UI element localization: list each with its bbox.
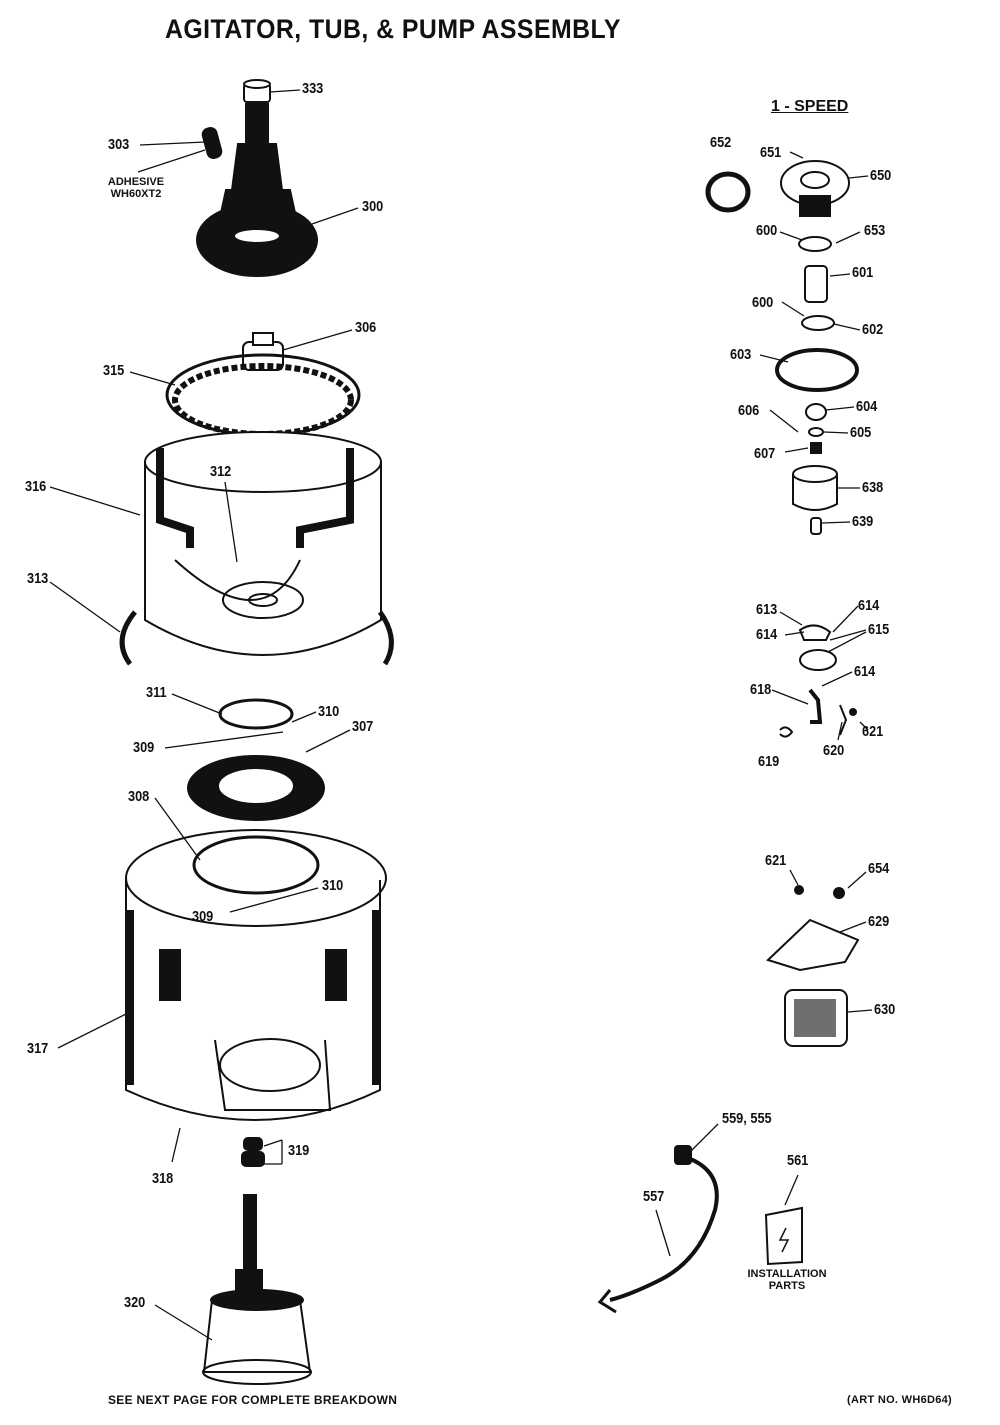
adhesive-note: ADHESIVE WH60XT2 xyxy=(100,176,172,200)
part-308-seal xyxy=(192,835,320,895)
adhesive-note-line-1: ADHESIVE xyxy=(107,176,165,188)
callout-614-left: 614 xyxy=(756,626,778,643)
part-313-clip-right xyxy=(377,610,394,666)
adhesive-note-line-2: WH60XT2 xyxy=(110,188,162,200)
callout-619: 619 xyxy=(758,753,780,770)
callout-309-upper: 309 xyxy=(133,739,155,756)
part-620-spring xyxy=(839,704,848,736)
part-629-bracket xyxy=(766,918,860,972)
part-603-belt-ring xyxy=(775,348,859,392)
callout-557: 557 xyxy=(643,1188,665,1205)
callout-312: 312 xyxy=(210,463,232,480)
callout-333: 333 xyxy=(302,80,324,97)
part-630-pump-motor xyxy=(784,989,848,1047)
callout-621-upper: 621 xyxy=(862,723,884,740)
callout-310-upper: 310 xyxy=(318,703,340,720)
part-311-ring xyxy=(218,698,294,730)
part-333-cap xyxy=(243,79,271,103)
part-607-pin xyxy=(810,442,822,454)
callout-320: 320 xyxy=(124,1294,146,1311)
callout-606: 606 xyxy=(738,402,760,419)
footer-art-number: (ART NO. WH6D64) xyxy=(847,1394,953,1406)
speed-subheading: 1 - SPEED xyxy=(771,98,849,115)
callout-600-upper: 600 xyxy=(756,222,778,239)
part-602-bearing-b xyxy=(801,315,835,331)
callout-629: 629 xyxy=(868,913,890,930)
callout-620: 620 xyxy=(823,742,845,759)
leader-lines xyxy=(49,89,873,1341)
part-600-bearing-a xyxy=(798,236,832,252)
callout-615: 615 xyxy=(868,621,890,638)
part-561-installation-bag xyxy=(764,1206,803,1266)
callout-654: 654 xyxy=(868,860,890,877)
part-303-dog xyxy=(201,127,223,159)
callout-607: 607 xyxy=(754,445,776,462)
callout-311: 311 xyxy=(146,684,167,701)
callout-559-555: 559, 555 xyxy=(722,1110,772,1127)
part-638-pulley xyxy=(792,465,838,511)
installation-note-line-1: INSTALLATION xyxy=(747,1268,827,1280)
part-320-pump xyxy=(202,1194,312,1385)
callout-638: 638 xyxy=(862,479,884,496)
part-615-switch-plate xyxy=(798,624,837,671)
part-601-spline xyxy=(804,265,828,303)
callout-313: 313 xyxy=(27,570,49,587)
part-621-screw-a xyxy=(849,708,857,716)
callout-308: 308 xyxy=(128,788,150,805)
part-300-agitator xyxy=(196,103,318,277)
callout-614-top: 614 xyxy=(858,597,880,614)
callout-618: 618 xyxy=(750,681,772,698)
callout-561: 561 xyxy=(787,1152,809,1169)
callout-319: 319 xyxy=(288,1142,310,1159)
part-315-balance-ring xyxy=(165,353,361,437)
callout-653: 653 xyxy=(864,222,886,239)
callout-309-lower: 309 xyxy=(192,908,214,925)
part-557-power-cord xyxy=(609,1156,719,1302)
callout-602: 602 xyxy=(862,321,884,338)
part-319-seal xyxy=(241,1137,265,1167)
callout-630: 630 xyxy=(874,1001,896,1018)
callout-639: 639 xyxy=(852,513,874,530)
page-title: AGITATOR, TUB, & PUMP ASSEMBLY xyxy=(165,14,621,44)
callout-303: 303 xyxy=(108,136,130,153)
callout-316: 316 xyxy=(25,478,47,495)
callout-613: 613 xyxy=(756,601,778,618)
part-652-ring xyxy=(705,171,751,213)
part-618-lever xyxy=(808,688,823,724)
callout-650: 650 xyxy=(870,167,892,184)
installation-parts-note: INSTALLATION PARTS xyxy=(732,1268,842,1292)
part-559-plug xyxy=(674,1145,692,1165)
callout-603: 603 xyxy=(730,346,752,363)
part-604-cap xyxy=(805,403,827,421)
part-605-washer xyxy=(808,427,824,437)
part-639-plug xyxy=(810,517,822,535)
callout-307: 307 xyxy=(352,718,374,735)
callout-652: 652 xyxy=(710,134,732,151)
part-621-screw-b xyxy=(794,885,804,895)
callout-300: 300 xyxy=(362,198,384,215)
callout-651: 651 xyxy=(760,144,782,161)
callout-621-lower: 621 xyxy=(765,852,787,869)
callout-604: 604 xyxy=(856,398,878,415)
callout-605: 605 xyxy=(850,424,872,441)
part-317-outer-tub xyxy=(125,829,387,1121)
callout-310-lower: 310 xyxy=(322,877,344,894)
part-650-cover xyxy=(780,160,850,217)
callout-318: 318 xyxy=(152,1170,174,1187)
callout-600-lower: 600 xyxy=(752,294,774,311)
part-654-screw xyxy=(833,887,845,899)
callout-306: 306 xyxy=(355,319,377,336)
callout-317: 317 xyxy=(27,1040,49,1057)
callout-614-right: 614 xyxy=(854,663,876,680)
part-619-clip xyxy=(779,726,794,738)
part-316-basket xyxy=(144,431,382,656)
part-313-clip-left xyxy=(119,610,137,666)
part-307-hub xyxy=(187,755,325,821)
callout-315: 315 xyxy=(103,362,125,379)
callout-601: 601 xyxy=(852,264,874,281)
installation-note-line-2: PARTS xyxy=(768,1280,806,1292)
footer-breakdown-note: SEE NEXT PAGE FOR COMPLETE BREAKDOWN xyxy=(108,1393,398,1407)
